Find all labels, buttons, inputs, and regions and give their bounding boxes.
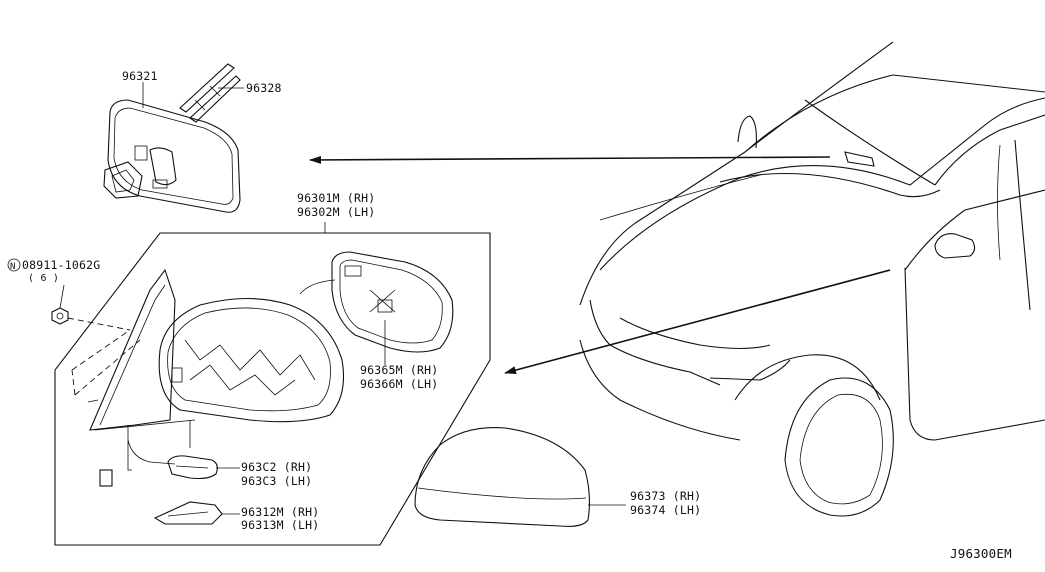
label-96366m: 96366M (LH) — [360, 377, 438, 391]
arrow-outer-mirror — [504, 269, 891, 375]
nut-icon — [51, 307, 69, 325]
label-96365m: 96365M (RH) — [360, 363, 438, 377]
leader-nut — [59, 284, 65, 309]
arrow-inner-mirror — [309, 155, 831, 164]
assembly-frame — [54, 232, 491, 546]
label-96373: 96373 (RH) — [630, 489, 701, 503]
label-96328: 96328 — [246, 81, 282, 95]
mirror-glass-drawing — [299, 251, 454, 353]
mirror-housing-drawing — [158, 297, 345, 423]
mirror-base-drawing — [71, 268, 196, 431]
diagram-code: J96300EM — [950, 546, 1012, 561]
label-96313m: 96313M (LH) — [241, 518, 319, 532]
label-nut-part: 08911-1062G — [22, 258, 100, 272]
harness-drawing — [99, 420, 191, 487]
label-96312m: 96312M (RH) — [241, 505, 319, 519]
label-96374: 96374 (LH) — [630, 503, 701, 517]
label-nut-qty: ( 6 ) — [28, 273, 59, 284]
nut-symbol: N — [10, 262, 16, 272]
finisher-drawing — [153, 501, 223, 525]
dash-line-nut — [67, 317, 131, 331]
mirror-cover-drawing — [414, 427, 591, 527]
car-body-drawing — [579, 41, 1045, 517]
inner-mirror-drawing — [103, 99, 241, 213]
nut-symbol-circle — [7, 258, 21, 272]
label-963c2: 963C2 (RH) — [241, 460, 312, 474]
turn-lamp-drawing — [167, 455, 218, 480]
mirror-clip-drawing — [179, 63, 241, 123]
label-963c3: 963C3 (LH) — [241, 474, 312, 488]
label-96301m: 96301M (RH) — [297, 191, 375, 205]
label-96321: 96321 — [122, 69, 158, 83]
label-96302m: 96302M (LH) — [297, 205, 375, 219]
